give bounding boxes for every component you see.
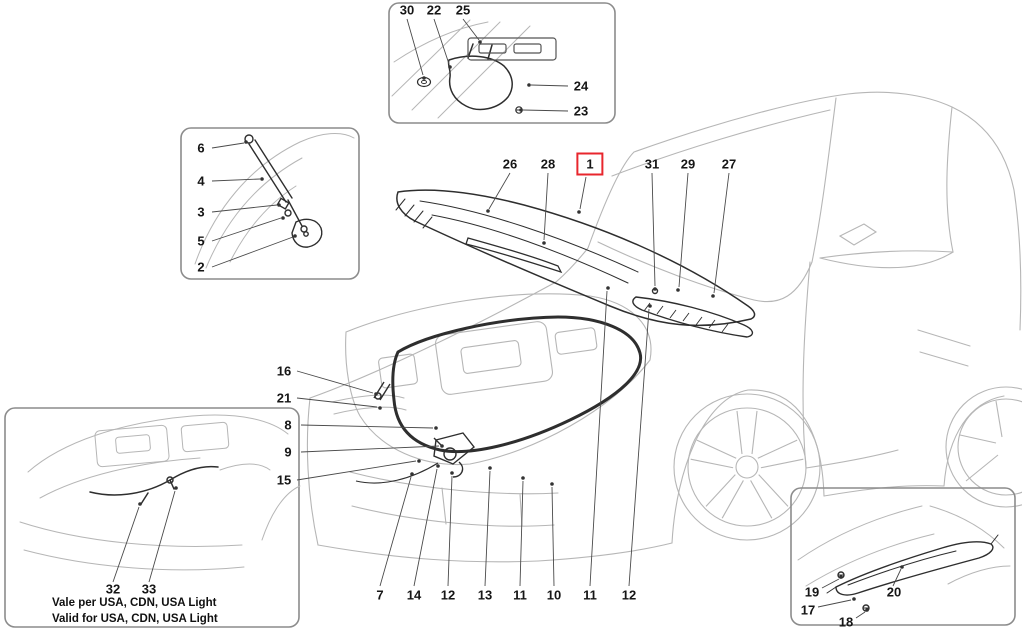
rear-wheel-drawing [945,386,1022,508]
callout-leader-lines [112,18,902,619]
callout-32: 32 [105,581,121,597]
car-outline-drawing [306,91,1022,563]
compartment-gasket-drawing [391,315,643,454]
callout-28: 28 [540,156,556,172]
callout-29: 29 [680,156,696,172]
callout-leader-dots [138,40,904,612]
callout-18: 18 [838,614,854,630]
callout-25: 25 [455,2,471,18]
callout-27: 27 [721,156,737,172]
inset-box-trim-detail [790,487,1016,626]
callout-12-b: 12 [621,587,637,603]
inset-box-usa-variant [4,407,300,628]
hinge-detail-drawing [391,19,557,119]
callout-11: 11 [513,587,527,603]
callout-30: 30 [399,2,415,18]
front-wheel-drawing [673,393,821,541]
callout-17: 17 [800,602,816,618]
callout-6: 6 [197,140,205,156]
usa-variant-drawing [19,414,301,571]
callout-13: 13 [477,587,493,603]
callout-23: 23 [573,103,589,119]
callout-12: 12 [440,587,456,603]
callout-10: 10 [546,587,562,603]
callout-26: 26 [502,156,518,172]
callout-19: 19 [804,584,820,600]
callout-1-highlighted: 1 [576,152,604,176]
callout-33: 33 [141,581,157,597]
callout-22: 22 [426,2,442,18]
callout-16: 16 [276,363,292,379]
callout-4: 4 [197,173,205,189]
callout-2: 2 [197,259,205,275]
callout-21: 21 [276,390,292,406]
callout-9: 9 [284,444,292,460]
inset-box-hinge-detail [388,2,616,124]
callout-15: 15 [276,472,292,488]
strut-detail-drawing [194,133,355,269]
windshield-cowl-trim-drawing [632,287,754,338]
callout-14: 14 [406,587,422,603]
callout-5: 5 [197,233,205,249]
trim-detail-drawing [797,505,1011,612]
callout-11-b: 11 [583,587,597,603]
callout-24: 24 [573,78,589,94]
lid-latch-assembly-drawing [355,381,475,484]
front-lid-drawing [395,189,756,327]
callout-20: 20 [886,584,902,600]
callout-8: 8 [284,417,292,433]
usa-note-line-1: Vale per USA, CDN, USA Light [52,597,217,609]
callout-7: 7 [376,587,384,603]
callout-31: 31 [644,156,660,172]
lid-seal-strip-drawing [465,237,563,274]
inset-box-strut-detail [180,127,360,280]
callout-3: 3 [197,204,205,220]
usa-note-line-2: Valid for USA, CDN, USA Light [52,613,218,625]
